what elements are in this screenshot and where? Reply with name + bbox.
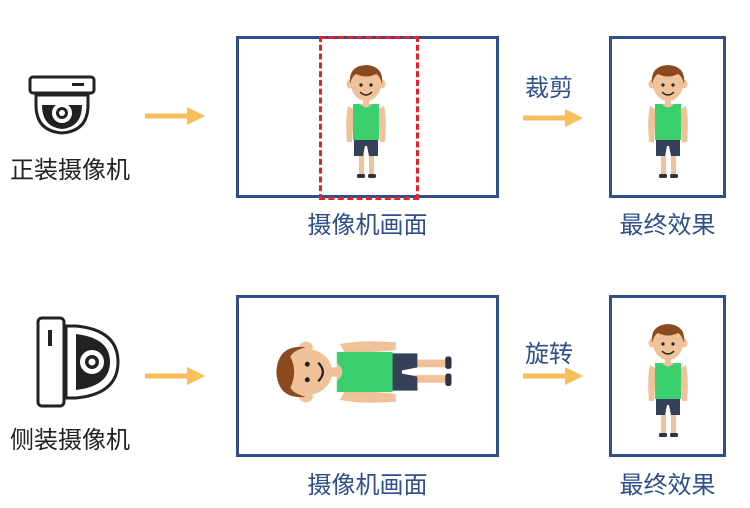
arrow-icon (523, 108, 585, 128)
arrow-icon (523, 366, 585, 386)
side-camera-icon (36, 316, 122, 408)
result-label-side: 最终效果 (609, 465, 726, 500)
arrow-icon (145, 366, 207, 386)
boy-figure-rotated (246, 316, 482, 426)
crop-box (319, 36, 419, 200)
boy-figure (632, 50, 704, 190)
action-label-crop: 裁剪 (525, 68, 573, 103)
frame-label-front: 摄像机画面 (236, 205, 499, 240)
arrow-icon (145, 106, 207, 126)
boy-figure (632, 309, 704, 449)
result-label-front: 最终效果 (609, 205, 726, 240)
frame-label-side: 摄像机画面 (236, 465, 499, 500)
dome-camera-icon (28, 66, 98, 146)
action-label-rotate: 旋转 (525, 334, 573, 369)
camera-label-side: 侧装摄像机 (10, 420, 130, 455)
camera-label-front: 正装摄像机 (10, 150, 130, 185)
